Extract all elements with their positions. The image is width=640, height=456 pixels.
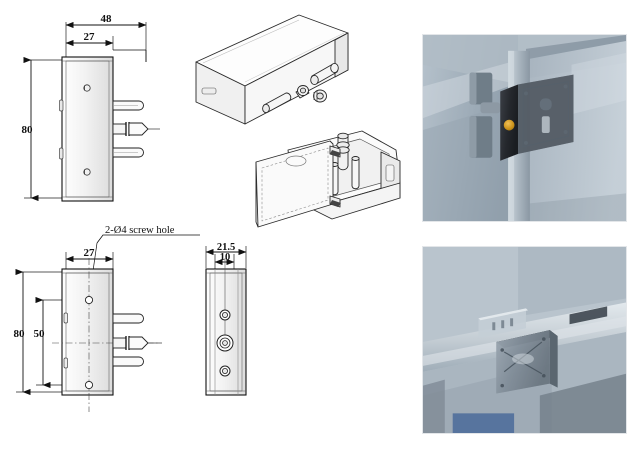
lock-body-front-outline-bottom [61, 268, 114, 396]
side-nubs-top [59, 99, 64, 160]
pin-lower-bottom [112, 356, 144, 367]
render-frame-mounted-image [423, 247, 626, 433]
bottom-middle-view: 21.5 10 [205, 242, 247, 396]
bolt-assembly-bottom [112, 336, 162, 350]
screw-holes-bottom [84, 295, 94, 390]
top-left-view: 48 27 80 [22, 13, 160, 202]
render-door-mounted-image [423, 35, 626, 221]
dim-48: 48 [65, 13, 147, 29]
dim-10-label: 10 [220, 252, 231, 263]
pin-upper-top [112, 100, 144, 111]
pin-lower-top [112, 147, 144, 158]
dim-48-label: 48 [101, 13, 113, 25]
dim-27-top-label: 27 [84, 31, 96, 43]
side-nubs-bottom [63, 312, 68, 369]
lock-device-render [500, 74, 574, 161]
dim-80-top: 80 [22, 56, 39, 202]
middle-exploded-isometric-view [255, 130, 401, 228]
frame-slot [569, 306, 608, 325]
led-indicator-icon [503, 119, 515, 131]
top-middle-isometric-view [195, 14, 349, 125]
lock-body-front-outline [61, 56, 114, 202]
pin-upper-bottom [112, 313, 144, 324]
strike-plate-render [478, 308, 528, 339]
dim-21-5-label: 21.5 [217, 242, 235, 253]
line-drawings-group: 48 27 80 [14, 13, 401, 412]
dim-80-bottom: 80 [14, 268, 31, 396]
render-panel-door-mounted [422, 34, 627, 222]
side-view-holes [216, 309, 234, 377]
dim-80-top-label: 80 [22, 124, 34, 136]
dim-21-5: 21.5 [205, 242, 247, 256]
bolt-assembly-top [112, 122, 160, 136]
dim-27-top: 27 [65, 31, 114, 47]
dim-50-label: 50 [34, 328, 46, 340]
dim-80-bottom-label: 80 [14, 328, 26, 340]
lock-device-render-2 [496, 330, 558, 394]
screw-hole-note-label: 2-Ø4 screw hole [105, 225, 175, 236]
dim-10: 10 [214, 252, 235, 266]
dim-50: 50 [34, 296, 51, 389]
dim-27-bottom-label: 27 [84, 247, 96, 259]
render-panel-frame-mounted [422, 246, 627, 434]
door-hinge-group [469, 72, 501, 158]
screw-hole-marks-top [83, 84, 91, 176]
dim-27-bottom: 27 [65, 247, 114, 263]
blue-floor-accent [452, 413, 515, 433]
bottom-left-view: 2-Ø4 screw hole 27 80 [14, 225, 200, 412]
